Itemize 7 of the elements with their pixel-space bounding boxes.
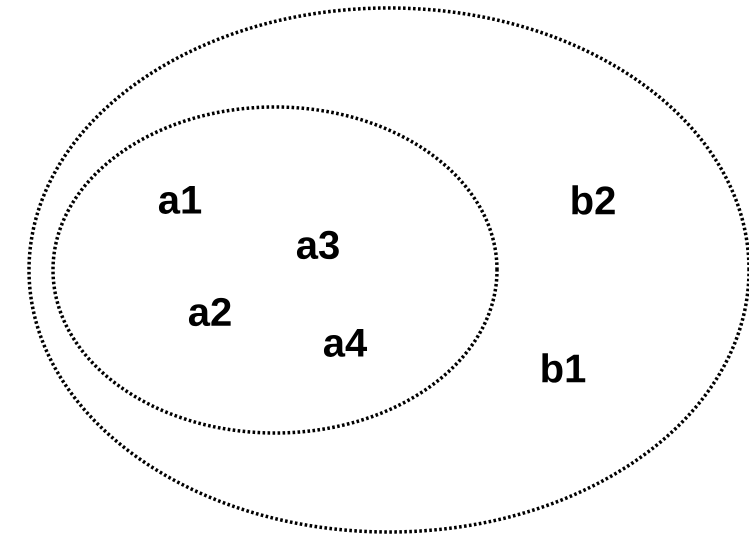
element-label: b2 [572, 185, 615, 215]
element-label: b1 [542, 353, 586, 383]
element-label: a1 [158, 186, 202, 214]
element-label: a3 [296, 230, 339, 260]
set-ellipse [51, 105, 499, 435]
element-label: a4 [324, 329, 368, 357]
element-label: a2 [188, 298, 231, 326]
